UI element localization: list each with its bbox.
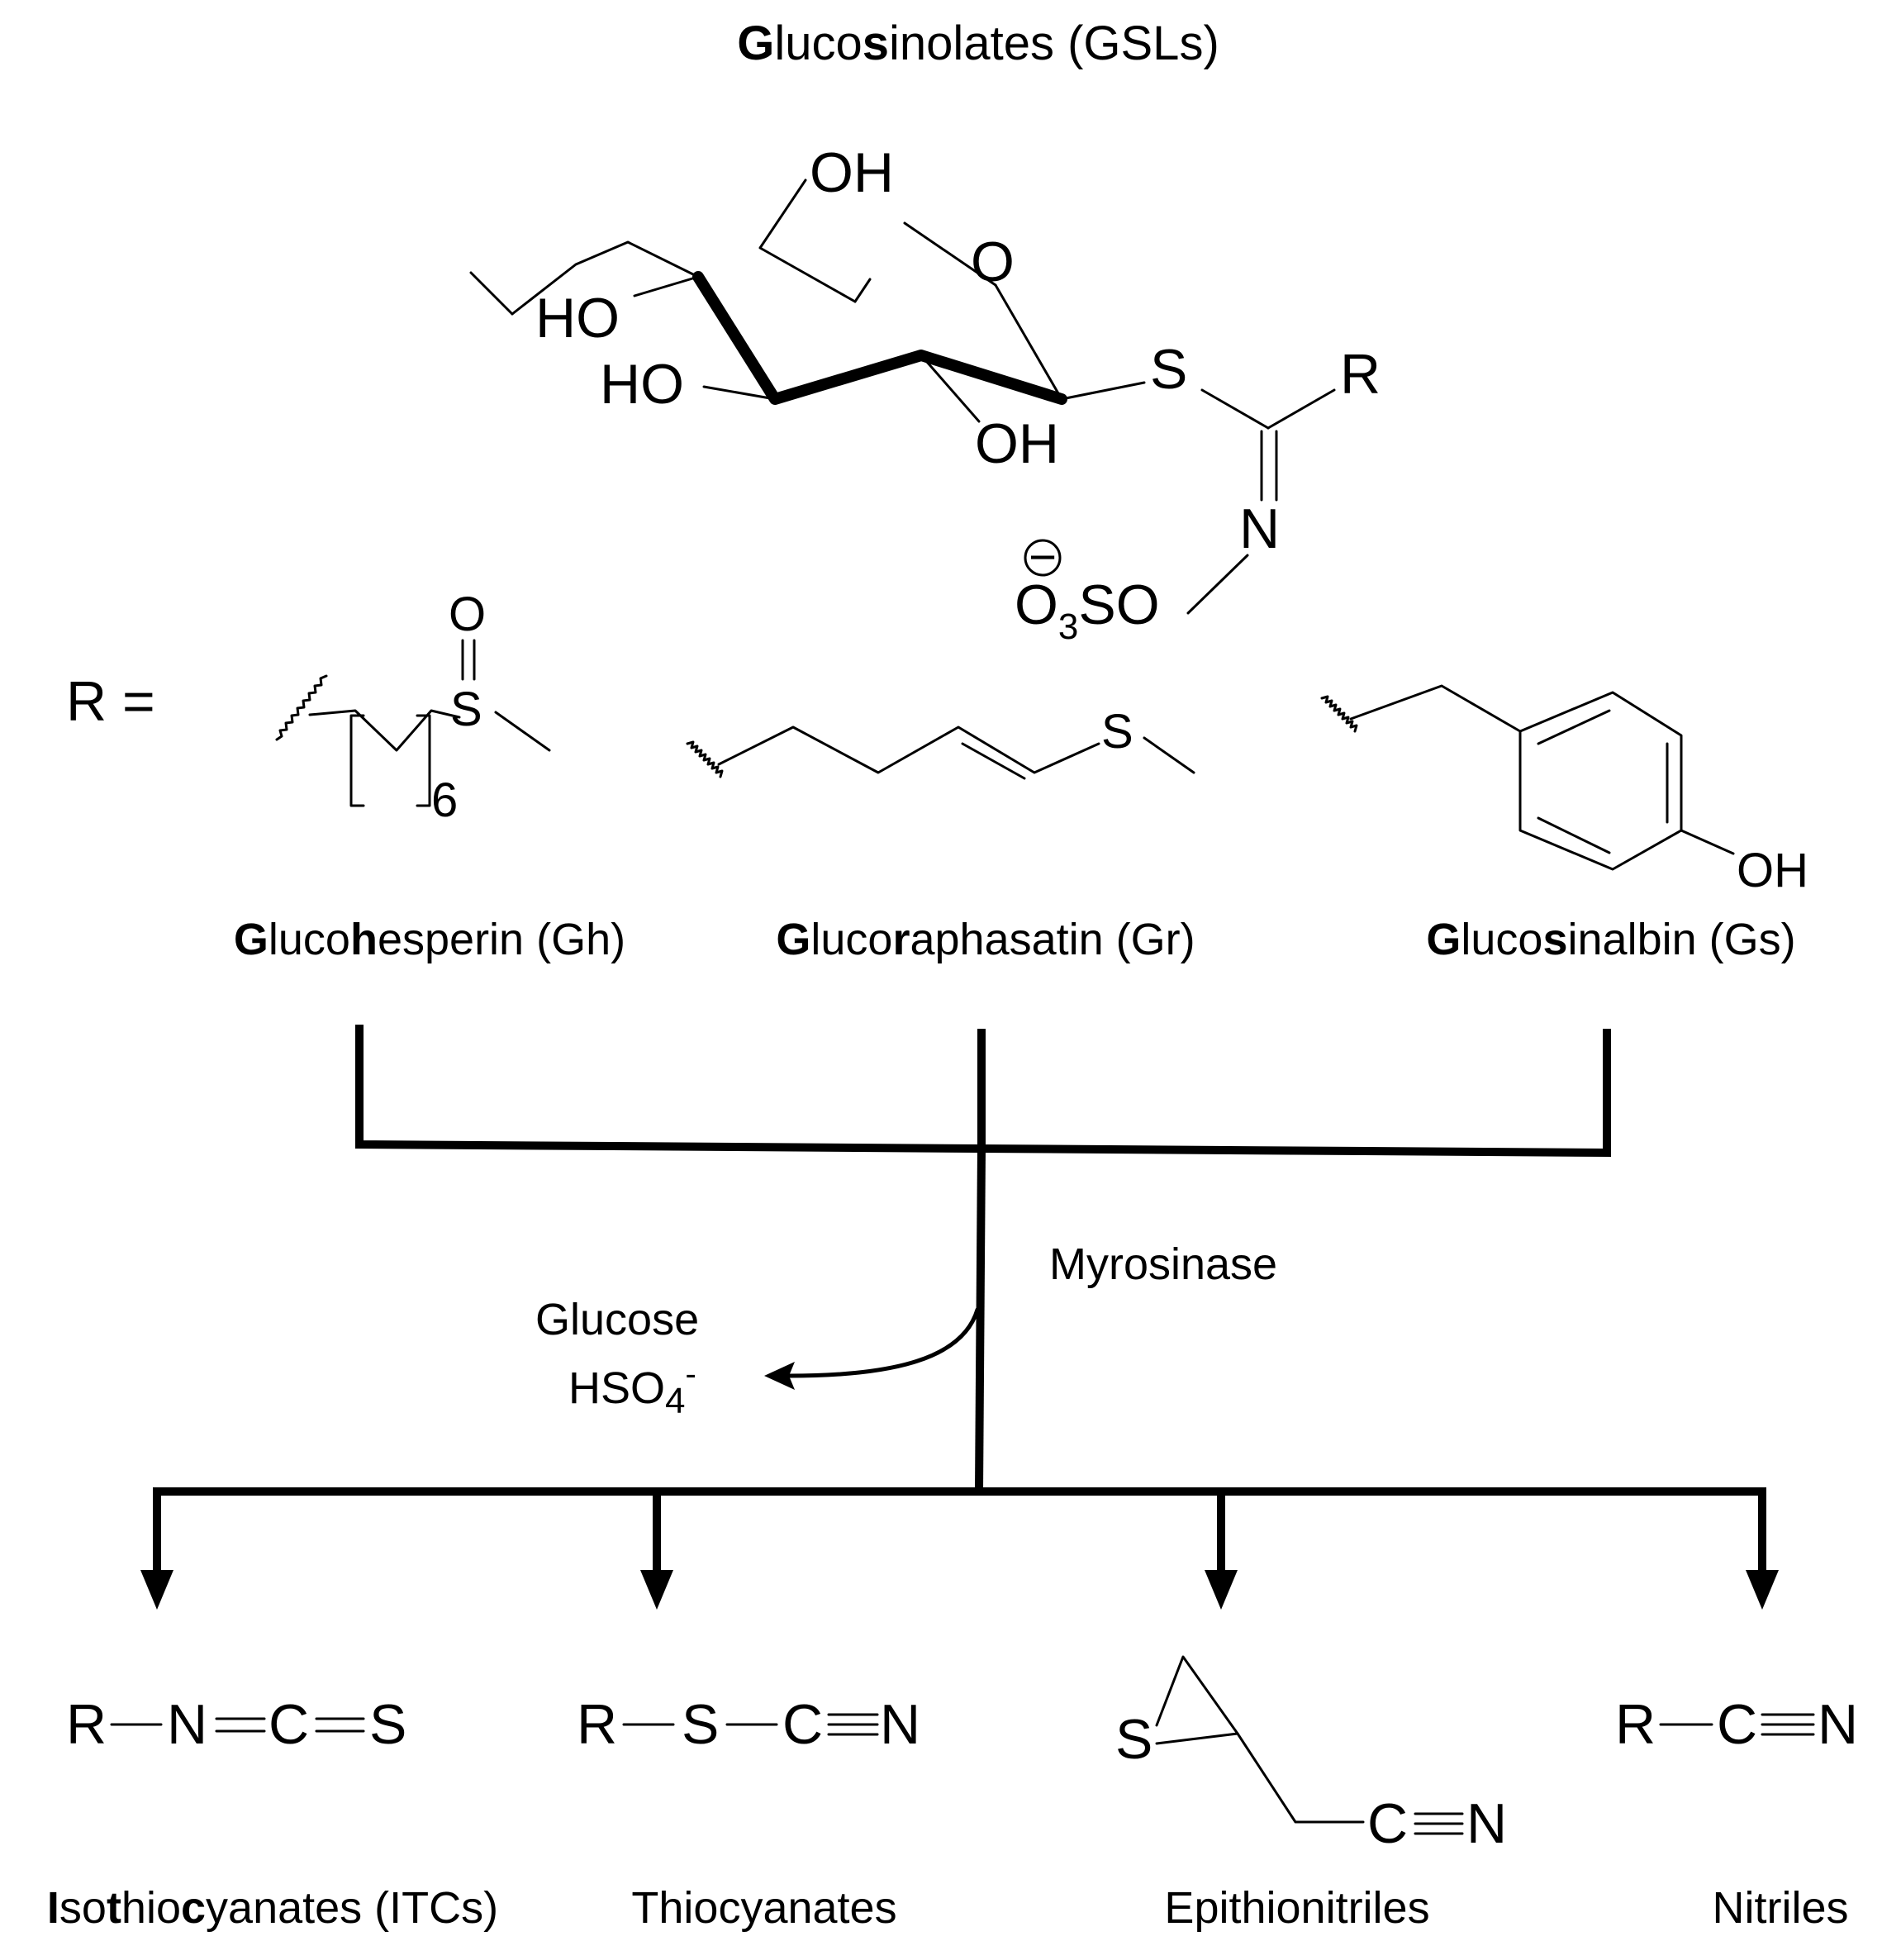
- atom-s: S: [450, 683, 482, 736]
- benzene-inner-bond: [1537, 709, 1669, 854]
- r-equals-label: R =: [66, 670, 155, 733]
- ch2oh-bond: [758, 178, 857, 303]
- ring-bond: [469, 271, 514, 316]
- atom-oh-bottom: OH: [975, 412, 1059, 475]
- product-epithionitrile: S C N: [1115, 1655, 1507, 1855]
- atom-s: S: [1115, 1708, 1152, 1771]
- ring-bond: [903, 221, 997, 287]
- wavy-attachment-icon: [686, 740, 724, 778]
- chain-bond: [308, 709, 461, 752]
- ho-bond: [633, 275, 700, 297]
- s-c-bond: [1200, 388, 1270, 430]
- atom-s: S: [682, 1693, 719, 1756]
- charge-sign: −: [1029, 530, 1057, 584]
- s-methyl-bond: [1143, 736, 1195, 774]
- arrowhead-icon: [140, 1570, 173, 1610]
- byproduct-glucose: Glucose: [535, 1295, 699, 1344]
- product-nitrile: R C N: [1615, 1693, 1858, 1756]
- atom-r: R: [1615, 1693, 1656, 1756]
- glucoraphasatin-label: Glucoraphasatin (Gr): [776, 915, 1195, 964]
- thiocyanates-label: Thiocyanates: [631, 1883, 896, 1933]
- oh-bond: [1680, 829, 1735, 855]
- atom-oh: OH: [1737, 844, 1808, 897]
- triple-bond: [827, 1713, 879, 1736]
- atom-o3so: O3SO: [1015, 573, 1160, 647]
- byproduct-arrow: [787, 1307, 980, 1378]
- s-o-double-bond: [461, 639, 476, 681]
- thiirane-ring: [1155, 1655, 1239, 1745]
- bold-ring-bond: [692, 271, 1067, 405]
- ring-bond: [994, 283, 1063, 401]
- atom-oh-top: OH: [810, 141, 894, 204]
- atom-n: N: [167, 1693, 207, 1756]
- ch2-bond: [1236, 1732, 1365, 1824]
- atom-o-ring: O: [971, 231, 1015, 293]
- atom-n: N: [880, 1693, 920, 1756]
- enzyme-label: Myrosinase: [1049, 1239, 1277, 1289]
- c-n-double-bond: [1260, 430, 1278, 502]
- ch2-bond: [1349, 684, 1522, 733]
- triple-bond: [1761, 1713, 1815, 1736]
- c-r-bond: [1267, 388, 1336, 430]
- wavy-attachment-icon: [275, 674, 328, 741]
- epithionitriles-label: Epithionitriles: [1164, 1883, 1429, 1933]
- arrowhead-icon: [1746, 1570, 1779, 1610]
- atom-c: C: [1717, 1693, 1757, 1756]
- atom-s: S: [369, 1693, 406, 1756]
- isothiocyanates-label: Isothiocyanates (ITCs): [47, 1883, 498, 1933]
- s-methyl-bond: [494, 711, 551, 752]
- atom-r: R: [577, 1693, 617, 1756]
- byproduct-arrowhead-icon: [764, 1362, 795, 1390]
- r-group-glucoraphasatin: S: [686, 705, 1195, 780]
- atom-c: C: [269, 1693, 309, 1756]
- glucosinalbin-label: Glucosinalbin (Gs): [1426, 915, 1795, 964]
- ring-bond: [511, 240, 700, 316]
- double-bond: [315, 1717, 365, 1733]
- repeat-count: 6: [431, 773, 458, 827]
- page-title: Glucosinolates (GSLs): [737, 17, 1219, 70]
- ring-bond: [853, 278, 872, 303]
- atom-ho-left: HO: [535, 287, 620, 350]
- atom-r: R: [1340, 343, 1381, 406]
- atom-c: C: [782, 1693, 823, 1756]
- wavy-attachment-icon: [1320, 695, 1358, 733]
- s-bond: [1060, 381, 1146, 401]
- repeat-bracket-left: [349, 714, 365, 807]
- product-isothiocyanate: R N C S: [66, 1693, 406, 1756]
- atom-s: S: [1101, 705, 1133, 759]
- atom-ho-mid: HO: [600, 353, 684, 416]
- repeat-bracket-right: [416, 714, 431, 807]
- atom-n: N: [1466, 1792, 1507, 1855]
- main-flow-line: [974, 1144, 986, 1496]
- ho-bond: [702, 385, 777, 401]
- glucosinolate-structure: OH O HO HO OH S R N − O3SO: [469, 141, 1381, 647]
- r-group-glucosinalbin: OH: [1320, 684, 1808, 897]
- chain-bond: [717, 725, 1100, 774]
- triple-bond: [1414, 1812, 1464, 1835]
- atom-n: N: [1818, 1693, 1858, 1756]
- oh-bond: [920, 354, 981, 423]
- atom-c: C: [1367, 1792, 1408, 1855]
- atom-r: R: [66, 1693, 107, 1756]
- glucohesperin-label: Glucohesperin (Gh): [234, 915, 625, 964]
- atom-s: S: [1150, 338, 1187, 401]
- byproduct-hso4: HSO4-: [568, 1356, 696, 1421]
- arrowhead-icon: [640, 1570, 673, 1610]
- benzene-ring: [1518, 691, 1683, 871]
- double-bond: [215, 1717, 266, 1733]
- r-group-glucohesperin: 6 O S: [275, 588, 551, 827]
- nitriles-label: Nitriles: [1712, 1883, 1848, 1933]
- n-o-bond: [1186, 554, 1249, 615]
- negative-charge-icon: [1024, 539, 1062, 577]
- product-thiocyanate: R S C N: [577, 1693, 920, 1756]
- arrowhead-icon: [1205, 1570, 1238, 1610]
- atom-o: O: [449, 588, 486, 641]
- atom-n: N: [1239, 497, 1280, 560]
- double-bond-inner: [961, 742, 1026, 780]
